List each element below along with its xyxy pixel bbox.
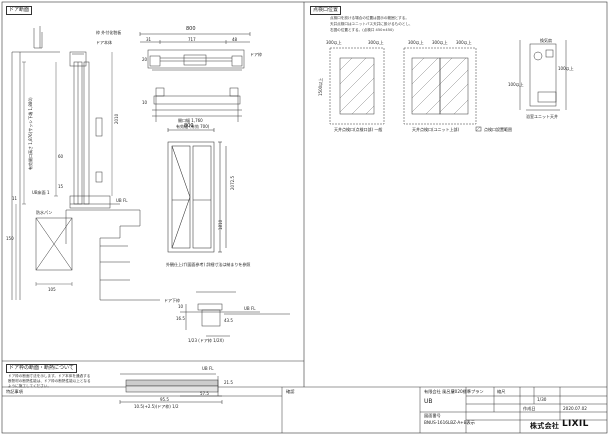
section-label-pan: 防水パン — [36, 210, 53, 215]
opening-right-dim2: 100以上 — [508, 82, 524, 87]
opening-caption-a: 天井点検口(点検口部) 一般 — [334, 127, 383, 132]
detail-bottom: 1/23 (ドア枠 1/2X) — [188, 338, 224, 343]
section-label-ubfl: UB FL — [116, 198, 128, 203]
opening-dim-b2: 300以上 — [432, 40, 448, 45]
tb-scale: 1/30 — [537, 397, 547, 402]
detail-dim-3: 43.5 — [224, 318, 233, 323]
plan-dim-top: 800 — [186, 26, 196, 32]
plan-left-dim-1: 20 — [142, 57, 148, 62]
elev-dim-right2: 1810 — [218, 219, 223, 230]
tb-brand-logo: LIXIL — [562, 419, 589, 429]
note-dim-1: 21.5 — [224, 380, 233, 385]
opening-dim-a1: 300以上 — [326, 40, 342, 45]
plan-left-dim-2: 10 — [142, 100, 148, 105]
section-dim-5: 150 — [6, 236, 14, 241]
note-line-1: ドア枠の断面寸法を示します。ドア本体を通過する — [8, 374, 91, 378]
opening-right-dim1: 100以上 — [558, 66, 574, 71]
plan-callout-2: ドア本体 — [96, 40, 112, 45]
tb-drawing-no: BNUS-1616LBZ-A+B表示 — [424, 420, 475, 425]
detail-dim-2: 16.5 — [176, 316, 185, 321]
section-title-door: ドア断面 — [6, 6, 33, 15]
section-label-floor: UB床面 1 — [32, 190, 50, 195]
opening-dim-a3: 300以上 — [368, 40, 384, 45]
section-height-label: 有効開口高さ 1,876(サッシ下端 1,880) — [28, 97, 33, 170]
tb-check-label: 確認 — [286, 389, 295, 394]
section-dim-1: 2010 — [114, 113, 119, 124]
opening-dim-a2: 1500以上 — [318, 77, 323, 96]
opening-caption-b: 天井点検口(ユニット上部) — [412, 127, 460, 132]
tb-drawing-no-label: 図面番号 — [424, 413, 441, 418]
detail-label-ubfl: UB FL — [244, 306, 256, 311]
opening-note-1: 点検口を設ける場合の位置は図示の範囲とする。 — [330, 16, 409, 20]
tb-date: 2020.07.02 — [563, 406, 587, 411]
opening-right-fan: 換気扇 — [540, 38, 552, 43]
note-ubfl: UB FL — [202, 366, 214, 371]
tb-project: 有限会社 風呂屋 — [424, 389, 455, 394]
tb-date-label: 作成日 — [523, 406, 536, 411]
section-bottom-dim: 105 — [48, 287, 56, 292]
tb-spec-label: 特記事項 — [6, 389, 23, 394]
opening-dim-b1: 300以上 — [408, 40, 424, 45]
elev-dim-top: 800 — [184, 123, 194, 129]
tb-plan-name: 2020標準プラン — [452, 389, 484, 394]
plan-callout-1: 枠 外付化粧板 — [96, 30, 122, 35]
opening-caption-c: 浴室ユニット天井 — [526, 114, 558, 119]
section-dim-3: 15 — [58, 184, 64, 189]
elev-note: 外観仕上げ(図面参考) 詳細寸法は納まりを参照 — [166, 262, 251, 267]
note-line-3: ように施工してください。 — [8, 384, 51, 388]
opening-note-2: 天井点検口はユニットバス天井に設けるものとし、 — [330, 22, 413, 26]
section-dim-2: 60 — [58, 154, 64, 159]
section-dim-4: 11 — [12, 196, 18, 201]
opening-note-3: 右図の位置とする。(点検口 450×450) — [330, 28, 394, 32]
opening-dim-b3: 300以上 — [456, 40, 472, 45]
tb-size-code: UB — [424, 398, 433, 405]
detail-label-frame: ドア下枠 — [164, 298, 180, 303]
tb-scale-label: 縮尺 — [497, 389, 506, 394]
plan-dim-bottom2: 有効幅 (有効 700) — [176, 124, 210, 129]
note-dim-2: 57.5 — [200, 391, 209, 396]
plan-dim-bottom: 開口幅 1,760 — [178, 118, 203, 123]
note-dim-3: 95.5 — [160, 397, 169, 402]
opening-legend: 点検口設置範囲 — [484, 127, 512, 132]
tb-company: 株式会社 — [530, 422, 560, 430]
plan-right-label: ドア枠 — [250, 52, 262, 57]
section-title-notes: ドア枠の断面・断熱について — [6, 364, 77, 373]
note-bottom-dim: 10.5(+2.5)(ドア枠) 1/2 — [134, 404, 179, 409]
elev-dim-right1: 2072.5 — [230, 176, 235, 190]
section-title-opening: 点検口位置 — [310, 6, 342, 15]
detail-dim-1: 10 — [178, 304, 184, 309]
note-line-2: 断熱材の断熱性能は、ドア枠の断熱性能以上となる — [8, 379, 91, 383]
plan-dim-a: 31 — [146, 37, 152, 42]
plan-dim-c: 48 — [232, 37, 238, 42]
plan-dim-b: 717 — [188, 37, 196, 42]
